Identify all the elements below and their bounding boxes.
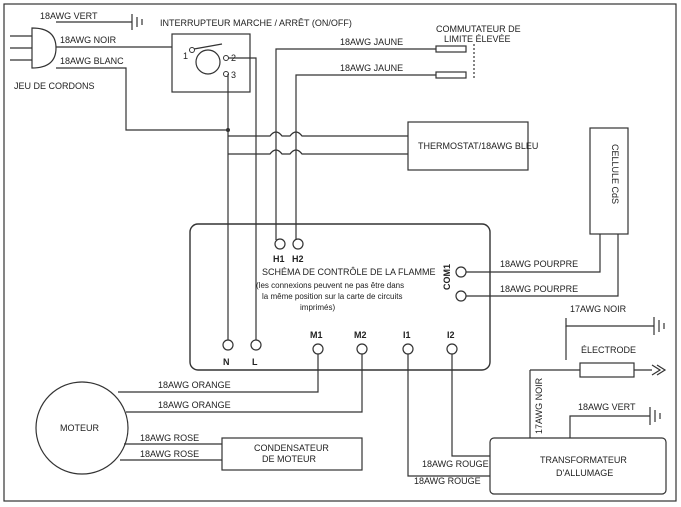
terminal-n [222,339,234,351]
high-limit-wire-bottom: 18AWG JAUNE [340,63,403,73]
cad-wire-top-label: 18AWG POURPRE [500,259,578,269]
control-board [189,223,491,371]
terminal-h1 [274,238,286,250]
terminal-com1-a [455,266,467,278]
terminal-com1-b [455,290,467,302]
plug-icon [10,27,57,69]
capacitor-box [221,437,363,471]
terminal-m2 [356,343,368,355]
terminal-i1-label: I1 [403,330,411,340]
switch-pin1: 1 [183,51,188,61]
capacitor-label-2: DE MOTEUR [262,454,317,464]
thermostat-label: THERMOSTAT/18AWG BLEU [418,141,538,151]
switch-label: INTERRUPTEUR MARCHE / ARRÊT (ON/OFF) [160,18,352,28]
cad-cell-label: CELLULE CdS [610,144,620,204]
motor-pink-1: 18AWG ROSE [140,433,199,443]
transformer-ground-icon [649,407,661,425]
high-limit-switch-icon [435,44,475,80]
electrode-label: ÉLECTRODE [581,345,636,355]
terminal-i2 [446,343,458,355]
diagram-frame [3,3,677,502]
thermostat-box [407,121,529,171]
terminal-com1-label: COM1 [442,264,452,290]
control-note-2: la même position sur la carte de circuit… [262,292,403,301]
transformer-label-1: TRANSFORMATEUR [540,455,627,465]
motor-orange-2: 18AWG ORANGE [158,400,231,410]
switch-pin3: 3 [231,70,236,80]
high-limit-label-1: COMMUTATEUR DE [436,24,521,34]
terminal-m2-label: M2 [354,330,367,340]
cad-wire-bottom-label: 18AWG POURPRE [500,284,578,294]
cord-white-wire-label: 18AWG BLANC [60,56,124,66]
switch-icon [189,43,229,77]
transformer-box [489,437,667,495]
cord-black-wire-label: 18AWG NOIR [60,35,117,45]
electrode-ground-icon [653,317,665,335]
ground-icon [131,14,143,30]
terminal-n-label: N [223,357,230,367]
terminal-i2-label: I2 [447,330,455,340]
cord-green-wire-label: 18AWG VERT [40,11,98,21]
terminal-m1-label: M1 [310,330,323,340]
motor-pink-2: 18AWG ROSE [140,449,199,459]
switch-box [171,33,251,93]
transformer-label-2: D'ALLUMAGE [556,468,613,478]
motor-label: MOTEUR [60,423,99,433]
electrode-vertical-wire: 17AWG NOIR [534,377,544,434]
terminal-i1 [402,343,414,355]
high-limit-wire-top: 18AWG JAUNE [340,37,403,47]
transformer-red-2: 18AWG ROUGE [414,476,481,486]
transformer-red-1: 18AWG ROUGE [422,459,489,469]
terminal-h2-label: H2 [292,254,304,264]
electrode-icon [530,362,667,378]
capacitor-label-1: CONDENSATEUR [254,443,329,453]
transformer-green-wire: 18AWG VERT [578,402,636,412]
control-note-1: (les connexions peuvent ne pas être dans [256,281,404,290]
terminal-m1 [312,343,324,355]
terminal-h1-label: H1 [273,254,285,264]
control-note-3: imprimés) [300,303,335,312]
control-title: SCHÉMA DE CONTRÔLE DE LA FLAMME [262,267,436,277]
electrode-ground-wire: 17AWG NOIR [570,304,627,314]
cad-cell-box [589,127,629,235]
cord-set-label: JEU DE CORDONS [14,81,95,91]
high-limit-label-2: LIMITE ÉLEVÉE [444,34,511,44]
terminal-l [250,339,262,351]
motor-icon [35,381,129,475]
motor-orange-1: 18AWG ORANGE [158,380,231,390]
terminal-h2 [292,238,304,250]
terminal-l-label: L [252,357,258,367]
